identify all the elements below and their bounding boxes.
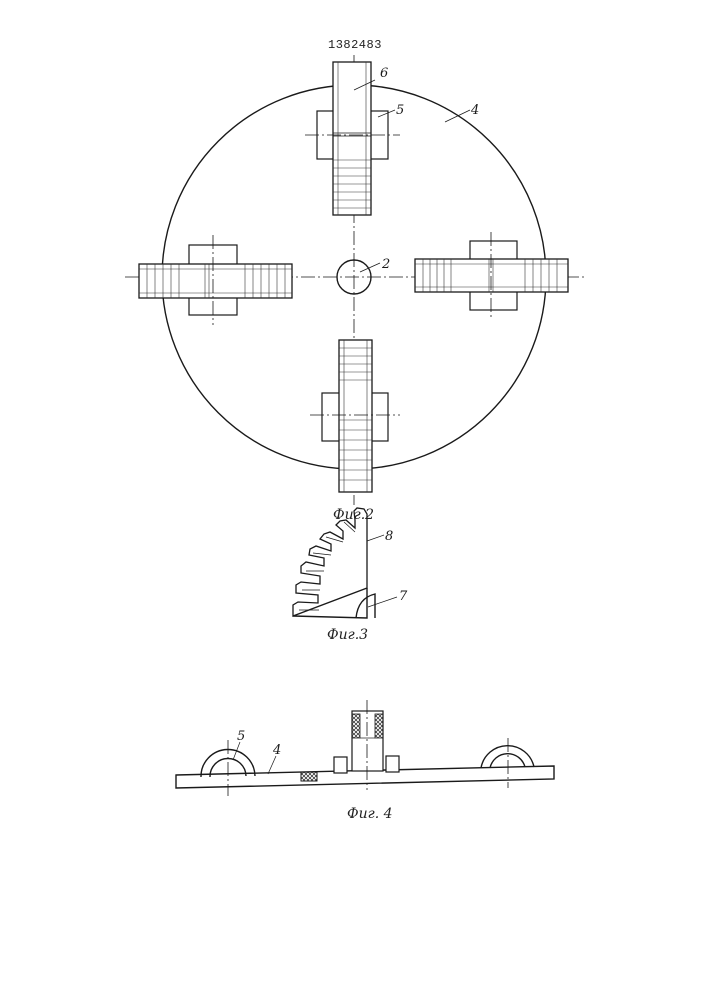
fig4-drawing: 5 4 [176, 700, 554, 796]
fig2-label-center-hole: 2 [381, 257, 390, 272]
gear-assembly-top [305, 62, 400, 215]
gear-assembly-left [139, 235, 292, 325]
fig2-drawing: 6 5 4 2 [125, 55, 585, 505]
fig4-label-hub: 5 [237, 729, 245, 744]
fig3-label-teeth: 8 [385, 529, 393, 544]
fig3-caption: Фиг.3 [327, 627, 368, 643]
fig4-label-disc: 4 [272, 743, 281, 758]
fig3-drawing: 8 7 [293, 508, 408, 618]
gear-assembly-bottom [310, 340, 400, 492]
fig3-label-segment: 7 [399, 589, 408, 604]
fig2-caption: Фиг.2 [333, 507, 374, 523]
fig2-label-hub: 5 [396, 103, 404, 118]
fig4-caption: Фиг. 4 [347, 806, 393, 822]
fig2-label-gear: 6 [380, 66, 388, 81]
gear-assembly-right [415, 232, 568, 318]
fig2-label-disc: 4 [470, 103, 479, 118]
